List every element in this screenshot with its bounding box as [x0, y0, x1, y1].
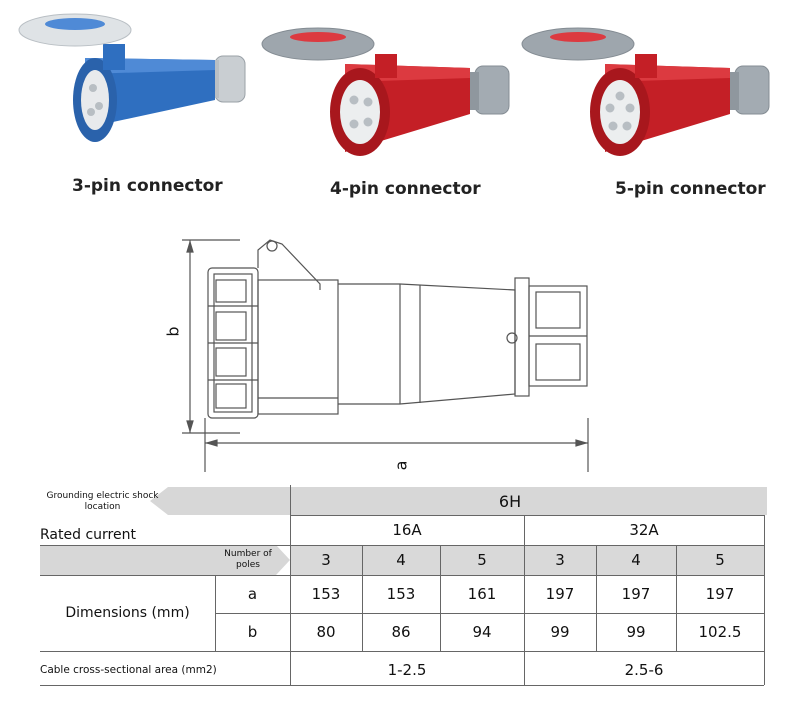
dimension-a-value: 153	[386, 585, 416, 603]
table-line	[215, 613, 764, 614]
caption-5pin: 5-pin connector	[615, 179, 766, 199]
cable-area-label: Cable cross-sectional area (mm2)	[40, 664, 217, 676]
dimensions-label: Dimensions (mm)	[65, 605, 190, 621]
grounding-label: Grounding electric shock location	[46, 491, 159, 512]
cable-area-16a: 1-2.5	[387, 661, 427, 679]
table-line	[596, 545, 597, 651]
poles-band	[40, 545, 290, 575]
pole-count: 5	[715, 551, 725, 569]
table-line	[40, 685, 764, 686]
table-line	[440, 545, 441, 651]
connector-image-4pin	[261, 27, 510, 156]
dimension-drawing	[182, 239, 589, 472]
dimension-b-value: 99	[626, 623, 646, 641]
dimension-b-value: 86	[391, 623, 411, 641]
dimension-label-b: b	[163, 326, 183, 337]
table-line	[40, 651, 764, 652]
table-line	[362, 545, 363, 651]
table-line	[676, 545, 677, 651]
dimension-a-value: 161	[467, 585, 497, 603]
dimension-b-value: 99	[550, 623, 570, 641]
row-a-label: a	[247, 585, 258, 603]
poles-label: Number of poles	[224, 549, 272, 570]
dimension-b-value: 94	[472, 623, 492, 641]
dimension-b-value: 102.5	[698, 623, 742, 641]
dimension-a-value: 197	[545, 585, 575, 603]
pole-count: 4	[631, 551, 641, 569]
dimension-label-a: a	[391, 460, 411, 471]
grounding-band	[150, 487, 767, 515]
pole-count: 5	[477, 551, 487, 569]
caption-4pin: 4-pin connector	[330, 179, 481, 199]
dimension-a-value: 153	[311, 585, 341, 603]
dimension-a-value: 197	[705, 585, 735, 603]
row-b-label: b	[247, 623, 258, 641]
table-line	[290, 485, 291, 685]
pole-count: 3	[321, 551, 331, 569]
table-line	[40, 575, 764, 576]
cable-area-32a: 2.5-6	[624, 661, 664, 679]
pole-count: 3	[555, 551, 565, 569]
dimension-a-value: 197	[621, 585, 651, 603]
caption-3pin: 3-pin connector	[72, 176, 223, 196]
table-line	[215, 575, 216, 651]
connector-image-5pin	[521, 27, 770, 156]
connector-image-3pin	[18, 13, 246, 142]
table-line	[764, 515, 765, 685]
current-16a: 16A	[392, 521, 422, 539]
rated-current-label: Rated current	[40, 527, 136, 543]
poles-values-band	[290, 545, 764, 575]
table-line	[40, 545, 764, 546]
dimension-b-value: 80	[316, 623, 336, 641]
pole-count: 4	[396, 551, 406, 569]
grounding-value: 6H	[498, 491, 522, 511]
current-32a: 32A	[629, 521, 659, 539]
table-line	[290, 515, 764, 516]
table-line	[524, 515, 525, 685]
